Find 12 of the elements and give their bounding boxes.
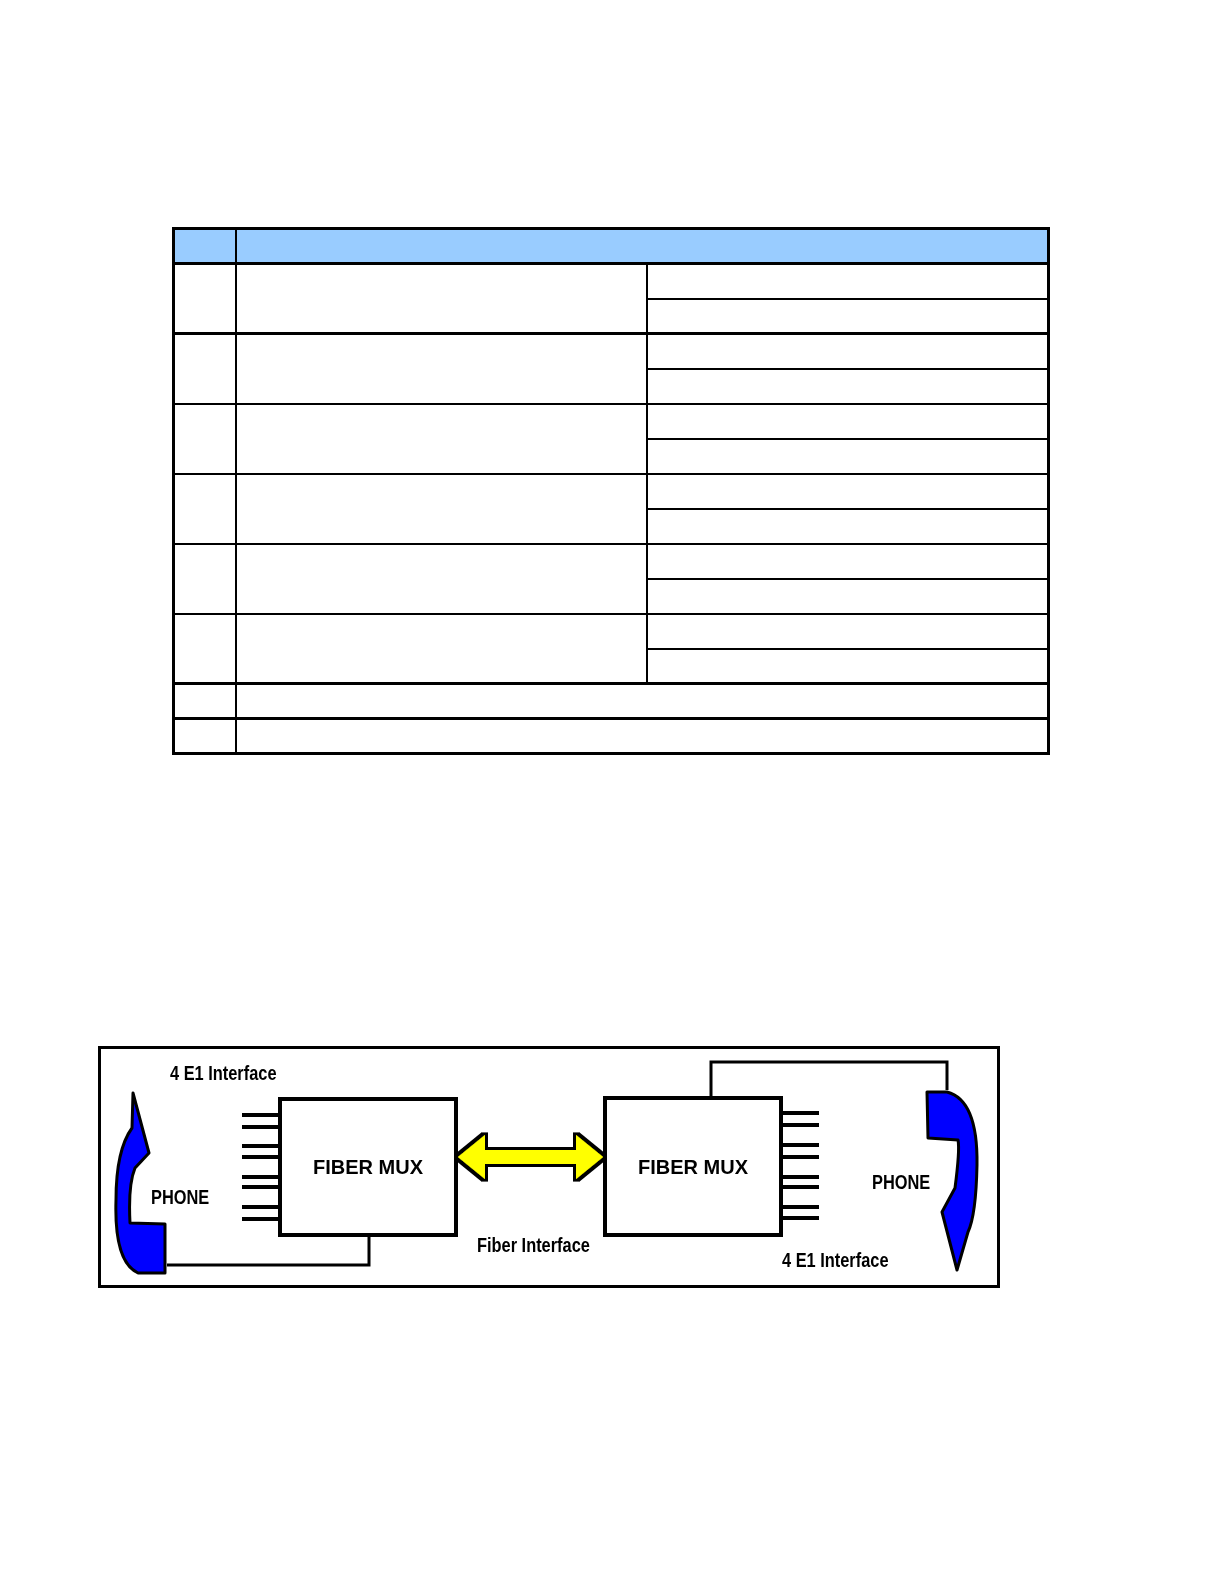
mux-box	[278, 1097, 458, 1237]
cable-line	[709, 1060, 949, 1096]
phone-label: PHONE	[872, 1170, 931, 1194]
mux-box	[603, 1096, 783, 1237]
mux-label: FIBER MUX	[638, 1154, 748, 1179]
mux-label: FIBER MUX	[313, 1155, 423, 1179]
cable-line	[167, 1237, 371, 1267]
double-arrow	[458, 1135, 603, 1179]
interface-label: 4 E1 Interface	[782, 1248, 889, 1272]
phone-label: PHONE	[151, 1185, 210, 1209]
diagram-frame	[98, 1046, 1000, 1288]
interface-label: 4 E1 Interface	[170, 1061, 277, 1085]
